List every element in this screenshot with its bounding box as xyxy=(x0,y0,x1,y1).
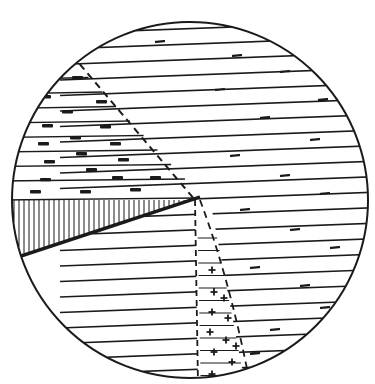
dash-mark xyxy=(310,139,320,140)
dash-mark xyxy=(250,267,260,268)
fleck-mark xyxy=(38,142,49,146)
fleck-mark xyxy=(70,136,81,140)
fleck-mark xyxy=(112,176,123,180)
dash-mark xyxy=(230,155,240,156)
fleck-mark xyxy=(44,160,55,164)
dash-mark xyxy=(300,285,310,286)
fleck-mark xyxy=(130,188,141,192)
fleck-mark xyxy=(100,125,111,129)
dash-mark xyxy=(320,193,330,194)
dash-mark xyxy=(270,329,280,330)
fleck-mark xyxy=(96,100,107,104)
dash-mark xyxy=(290,229,300,230)
fleck-mark xyxy=(62,110,73,114)
fleck-mark xyxy=(76,152,87,156)
dash-mark xyxy=(318,99,328,100)
fleck-mark xyxy=(30,190,41,194)
dash-mark xyxy=(250,353,260,354)
fleck-mark xyxy=(80,190,91,194)
fleck-mark xyxy=(86,168,97,172)
fleck-mark xyxy=(42,124,53,128)
fleck-mark xyxy=(110,142,121,146)
fleck-mark xyxy=(40,178,51,182)
dash-mark xyxy=(260,117,270,118)
fleck-mark xyxy=(150,176,161,180)
fleck-mark xyxy=(72,76,83,80)
dash-mark xyxy=(240,209,250,210)
dash-mark xyxy=(232,55,242,56)
dash-mark xyxy=(320,307,330,308)
dash-mark xyxy=(280,71,290,72)
dash-mark xyxy=(215,89,225,90)
dash-mark xyxy=(155,41,165,42)
fleck-mark xyxy=(118,158,129,162)
dash-mark xyxy=(330,247,340,248)
dash-mark xyxy=(280,175,290,176)
